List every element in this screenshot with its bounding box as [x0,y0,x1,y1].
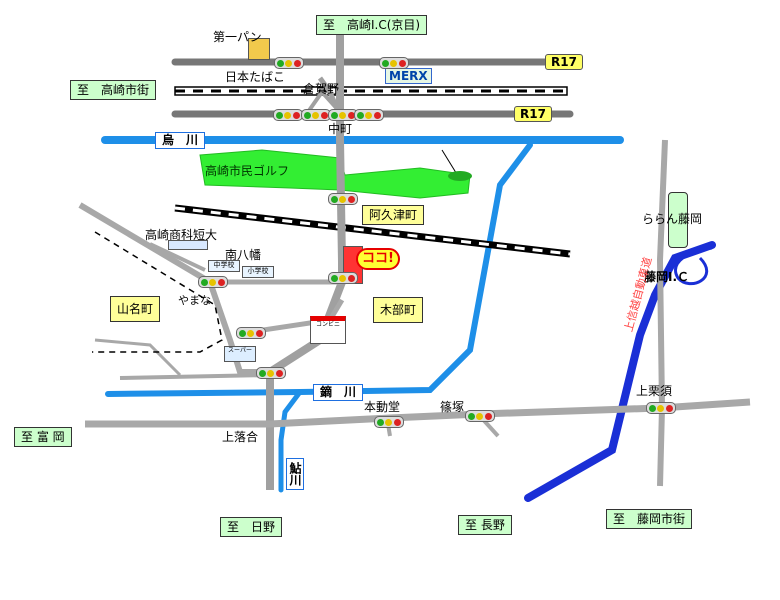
traffic-signal [328,193,358,205]
road-west-2 [94,338,182,377]
yamana-station-label: やまな [178,294,211,307]
expressway-ramp [674,246,713,285]
school-junior-high: 中学校 [208,260,240,272]
road-kuragano-branch [306,88,342,114]
supermarket: スーパー [224,346,256,362]
rarara-fujioka-label: ららん藤岡 [642,212,703,226]
area-kibe: 木部町 [373,297,424,323]
road-west-1 [119,373,271,380]
traffic-signal [646,402,676,414]
road-left-diagonal [78,202,270,375]
traffic-signal [328,109,358,121]
kuragano-label: 倉賀野 [303,82,340,96]
traffic-signal [274,57,304,69]
dest-tomioka: 至 富 岡 [14,427,72,447]
traffic-signal [301,109,331,121]
convenience-store: コンビニ [310,316,346,344]
golf-label: 高崎市民ゴルフ [205,164,290,178]
daiichi-pan-label: 第一パン [213,30,262,44]
kabura-river-label: 鏑 川 [313,384,364,401]
expressway-joetsu [524,241,716,502]
railway-lower [174,204,571,258]
hondogo-label: 本動堂 [364,400,401,414]
traffic-signal [354,109,384,121]
traffic-signal [328,272,358,284]
school-elementary: 小学校 [242,266,274,278]
karasu-river-label: 烏 川 [155,132,206,149]
merx-store: MERX [385,68,432,84]
dest-nagano: 至 長野 [458,515,512,535]
traffic-signal [465,410,495,422]
kamikurisu-label: 上栗須 [636,384,673,398]
golf-green [448,171,472,181]
minami-yawata-label: 南八幡 [225,248,262,262]
road-fujioka-ns [656,139,668,487]
shoka-college-label: 高崎商科短大 [145,228,218,242]
route-r17-label-bottom: R17 [514,106,552,122]
daiichi-pan-building [248,38,270,60]
kamiochiai-label: 上落合 [222,430,259,444]
traffic-signal [198,276,228,288]
here-marker: ココ! [356,248,400,270]
traffic-signal [379,57,409,69]
dest-takasaki-city: 至 高崎市街 [70,80,157,100]
traffic-signal [273,109,303,121]
dest-fujioka-city: 至 藤岡市街 [606,509,693,529]
rarara-fujioka-box [668,192,688,248]
traffic-signal [256,367,286,379]
dest-takasaki-ic: 至 高崎I.C(京目) [316,15,428,35]
area-yamana: 山名町 [110,296,161,322]
golf-course-area [199,149,471,199]
college-building [168,240,208,250]
nakamachi-label: 中町 [328,122,353,136]
nihon-tabako-label: 日本たばこ [225,70,286,84]
dest-hino: 至 日野 [220,517,283,537]
fujioka-ic-label: 藤岡I.Ｃ [644,270,690,284]
shinozuka-label: 篠塚 [440,400,465,414]
traffic-signal [236,327,266,339]
road-school [149,242,206,272]
ayu-river-label: 鮎川 [286,458,304,490]
area-akutsu: 阿久津町 [362,205,425,225]
route-r17-label-top: R17 [545,54,583,70]
road-dashed [92,231,223,353]
traffic-signal [374,416,404,428]
